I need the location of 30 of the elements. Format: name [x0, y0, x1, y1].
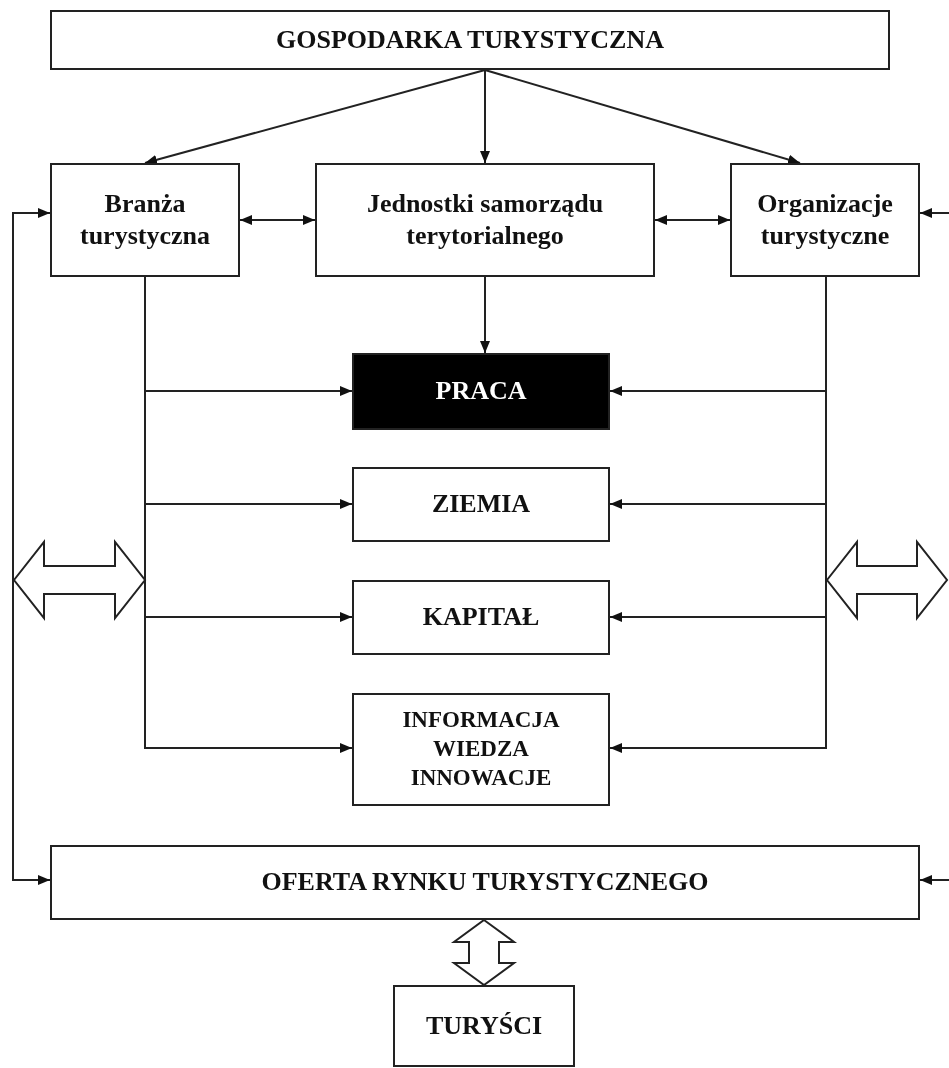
box-label: KAPITAŁ — [421, 601, 541, 634]
box-label: GOSPODARKA TURYSTYCZNA — [275, 23, 665, 56]
process-box — [50, 163, 240, 277]
arrow — [239, 215, 316, 225]
box-label: INFORMACJA WIEDZA INNOWACJE — [401, 706, 561, 792]
process-box — [352, 467, 610, 542]
box-label: Jednostki samorządu terytorialnego — [365, 187, 605, 252]
process-box — [730, 163, 920, 277]
process-box — [352, 693, 610, 806]
box-label: Organizacje turystyczne — [756, 187, 894, 252]
box-label: ZIEMIA — [430, 488, 532, 521]
process-box — [50, 10, 890, 70]
process-box — [393, 985, 575, 1067]
arrow — [654, 215, 731, 225]
process-box — [315, 163, 655, 277]
arrow — [919, 208, 949, 218]
double-block-arrow — [450, 918, 518, 987]
arrow — [480, 276, 490, 354]
arrow — [919, 875, 949, 885]
arrow — [144, 69, 486, 165]
box-label: OFERTA RYNKU TURYSTYCZNEGO — [260, 866, 710, 899]
box-label: TURYŚCI — [424, 1009, 544, 1042]
arrow — [480, 69, 490, 164]
process-box — [352, 580, 610, 655]
box-label: PRACA — [434, 375, 528, 408]
arrow — [484, 69, 801, 165]
highlighted-box — [352, 353, 610, 430]
process-box — [50, 845, 920, 920]
arrow — [12, 208, 51, 885]
box-label: Branża turystyczna — [79, 187, 211, 252]
